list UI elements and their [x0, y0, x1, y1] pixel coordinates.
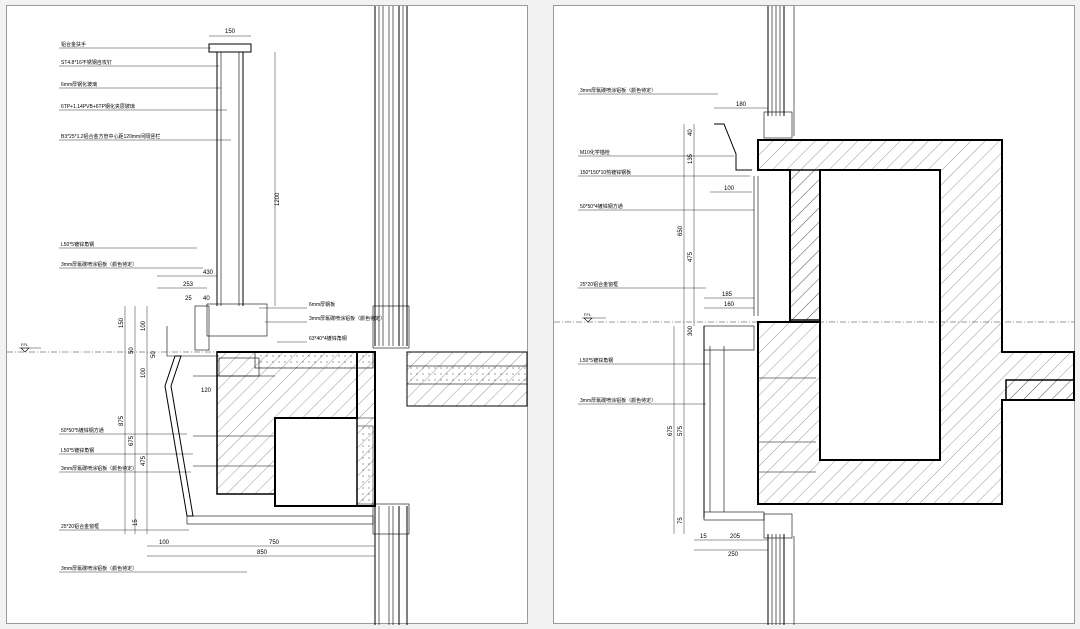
dim-text: 40: [203, 296, 210, 302]
dim-text: 100: [141, 320, 147, 331]
callout-label: 50*50*5镀锌钢方通: [61, 427, 104, 434]
callout-label: 3mm厚氟碳喷涂铝板（颜色待定）: [580, 87, 656, 94]
dimensions-right: 180 40 135 100 650 475 185 160 300 675 5…: [668, 102, 768, 558]
concrete-slab-left: [7, 351, 528, 507]
dim-text: 675: [668, 425, 674, 436]
dim-text: 875: [119, 415, 125, 426]
detail-sheet-left: 150 1200 430 253 25 40 150 100 50 100 50…: [6, 5, 528, 625]
callout-label: 50*50*4镀锌钢方通: [580, 203, 623, 210]
dim-text: 750: [269, 540, 280, 546]
level-mark-right: FFL: [582, 312, 606, 323]
callout-label: L50*5镀锌角钢: [61, 241, 94, 248]
dim-text: 150: [119, 317, 125, 328]
callout-labels-right: 3mm厚氟碳喷涂铝板（颜色待定） M10化学锚栓 150*150*10热镀锌钢板…: [580, 87, 656, 404]
dim-text: 100: [724, 186, 735, 192]
dim-text: 50: [129, 347, 135, 354]
callout-label: L50*5镀锌角钢: [61, 447, 94, 454]
dim-text: 120: [201, 388, 212, 394]
callouts-left: [59, 47, 307, 573]
callout-label: 6TP+1.14PVB+6TP钢化夹层玻璃: [61, 103, 135, 110]
callout-label: M10化学锚栓: [580, 149, 610, 156]
cladding-left: [164, 326, 374, 525]
dim-text: 75: [678, 517, 684, 524]
dim-text: 135: [688, 153, 694, 164]
railing-left: [194, 43, 268, 351]
dim-text: 675: [129, 435, 135, 446]
callout-label: 6mm厚钢化玻璃: [61, 81, 97, 88]
dim-text: 205: [730, 534, 741, 540]
curtain-wall-right: [763, 6, 795, 625]
dim-text: 1200: [275, 192, 281, 206]
callout-label: 3mm厚氟碳喷涂铝板（颜色待定）: [309, 315, 385, 322]
dim-text: 15: [700, 534, 707, 540]
dim-text: 100: [141, 367, 147, 378]
cladding-right: [703, 123, 816, 521]
dim-text: 300: [688, 325, 694, 336]
dim-text: 850: [257, 550, 268, 556]
dim-text: 180: [736, 102, 747, 108]
right-drawing: 180 40 135 100 650 475 185 160 300 675 5…: [554, 6, 1075, 625]
callout-labels-left: 铝合金扶手 ST4.8*16不锈钢自攻钉 6mm厚钢化玻璃 6TP+1.14PV…: [61, 41, 385, 572]
callout-label: 25*20铝合金窗框: [580, 281, 618, 288]
callout-label: 铝合金扶手: [61, 41, 86, 48]
dim-text: 650: [678, 225, 684, 236]
level-mark-left: FFL: [19, 342, 41, 353]
dimensions-left: 150 1200 430 253 25 40 150 100 50 100 50…: [119, 29, 375, 557]
dim-text: 475: [688, 251, 694, 262]
callout-label: ST4.8*16不锈钢自攻钉: [61, 59, 112, 66]
curtain-wall-left: [372, 6, 410, 625]
dim-text: 575: [678, 425, 684, 436]
dim-text: 50: [151, 351, 157, 358]
dim-text: 25: [185, 296, 192, 302]
dim-text: 253: [183, 282, 194, 288]
dim-text: 100: [159, 540, 170, 546]
callout-label: 3mm厚氟碳喷涂铝板（颜色待定）: [61, 465, 137, 472]
dim-text: 40: [688, 129, 694, 136]
callout-label: 3mm厚氟碳喷涂铝板（颜色待定）: [580, 397, 656, 404]
callout-label: 6mm厚钢板: [309, 301, 335, 308]
left-drawing: 150 1200 430 253 25 40 150 100 50 100 50…: [7, 6, 528, 625]
callout-label: 150*150*10热镀锌钢板: [580, 169, 631, 176]
dim-text: 430: [203, 270, 214, 276]
dim-text: 475: [141, 455, 147, 466]
callout-label: L50*5镀锌角钢: [580, 357, 613, 364]
callout-label: 3mm厚氟碳喷涂铝板（颜色待定）: [61, 565, 137, 572]
dim-text: 185: [722, 292, 733, 298]
level-label: FFL: [584, 312, 592, 317]
dim-text: 160: [724, 302, 735, 308]
dim-text: 15: [133, 519, 139, 526]
callout-label: B3*25*1.2铝合金方管中心距120mm间隔竖栏: [61, 133, 160, 140]
callout-label: 3mm厚氟碳喷涂铝板（颜色待定）: [61, 261, 137, 268]
dim-text: 250: [728, 552, 739, 558]
concrete-beam-right: [554, 139, 1075, 505]
callout-label: 63*40*4镀锌角钢: [309, 335, 347, 342]
callouts-right: [578, 93, 754, 405]
level-label: FFL: [21, 342, 29, 347]
detail-sheet-right: 180 40 135 100 650 475 185 160 300 675 5…: [553, 5, 1075, 625]
callout-label: 25*20铝合金窗框: [61, 523, 99, 530]
dim-text: 150: [225, 29, 236, 35]
